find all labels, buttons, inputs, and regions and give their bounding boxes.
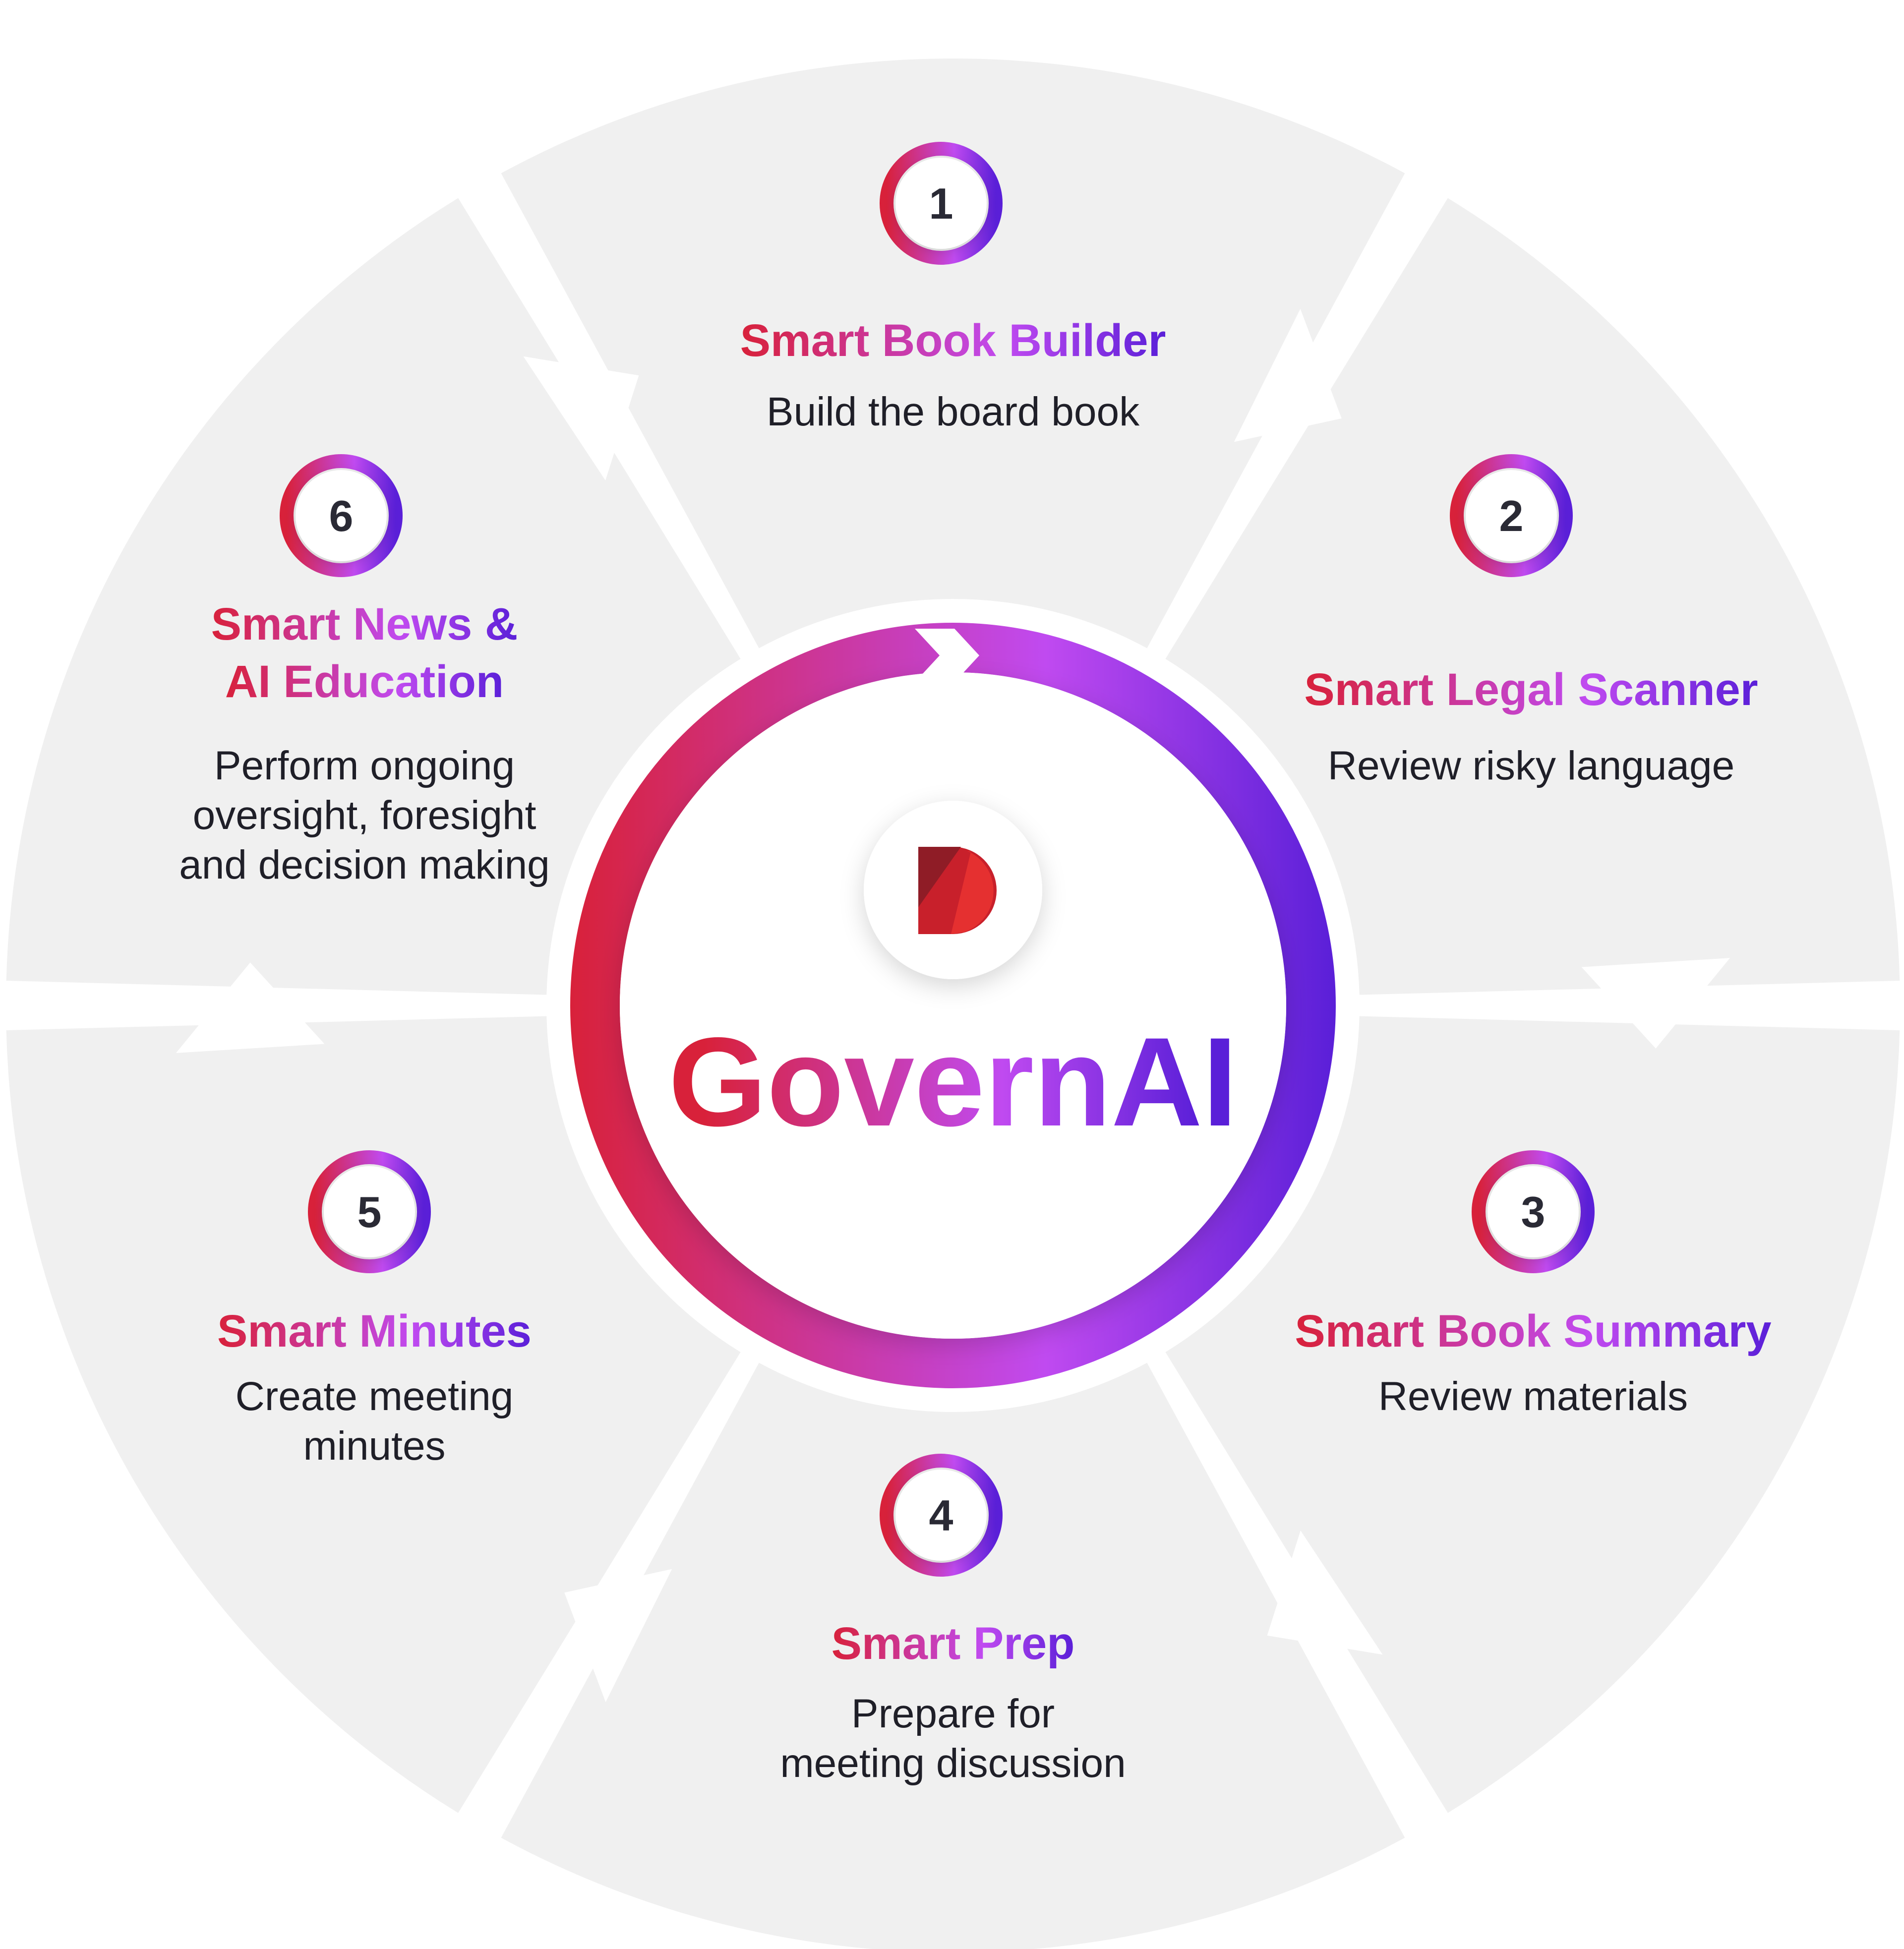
ring-chevron-notch [915,629,979,682]
step-number-badge: 6 [280,454,403,577]
step-description: Prepare for [851,1691,1055,1736]
step-number: 6 [329,491,354,540]
step-description: Review risky language [1328,743,1734,788]
brand-name: GovernAI [668,1011,1238,1153]
step-number: 3 [1521,1187,1546,1237]
segment-layer [6,58,1900,1949]
step-title: Smart Book Summary [1295,1306,1771,1357]
flow-arrow [1267,1531,1383,1655]
flow-arrow [1581,958,1730,1049]
segment-background [501,58,1405,649]
step-title: Smart Prep [832,1618,1075,1669]
step-description: Build the board book [767,389,1140,434]
step-number: 2 [1499,491,1524,540]
segment-background [6,1016,741,1813]
flow-arrow [564,1569,672,1703]
step-number-badge: 2 [1450,454,1573,577]
step-number: 5 [357,1187,382,1237]
segment-background [1165,198,1900,995]
step-description: oversight, foresight [193,793,536,838]
d-logo-icon [864,801,1042,979]
step-description: Perform ongoing [214,743,515,788]
flow-arrow [523,356,639,480]
step-description: meeting discussion [780,1741,1126,1786]
step-description: and decision making [179,842,550,887]
step-number: 4 [929,1491,953,1540]
step-title: Smart News & [211,599,518,650]
step-number: 1 [929,179,953,228]
flow-arrow [1234,308,1342,442]
segment-background [501,1362,1405,1949]
step-number-badge: 5 [308,1150,431,1273]
center-hub: GovernAI [570,623,1336,1388]
step-title: Smart Legal Scanner [1304,664,1758,715]
step-number-badge: 1 [880,142,1003,265]
step-title: Smart Book Builder [740,315,1166,366]
step-description: Create meeting [236,1374,514,1419]
step-title: AI Education [225,656,504,707]
step-title: Smart Minutes [217,1306,532,1357]
step-description: Review materials [1378,1374,1688,1419]
flow-arrow [176,962,325,1053]
step-description: minutes [303,1423,445,1469]
step-number-badge: 4 [880,1454,1003,1577]
step-number-badge: 3 [1472,1150,1595,1273]
